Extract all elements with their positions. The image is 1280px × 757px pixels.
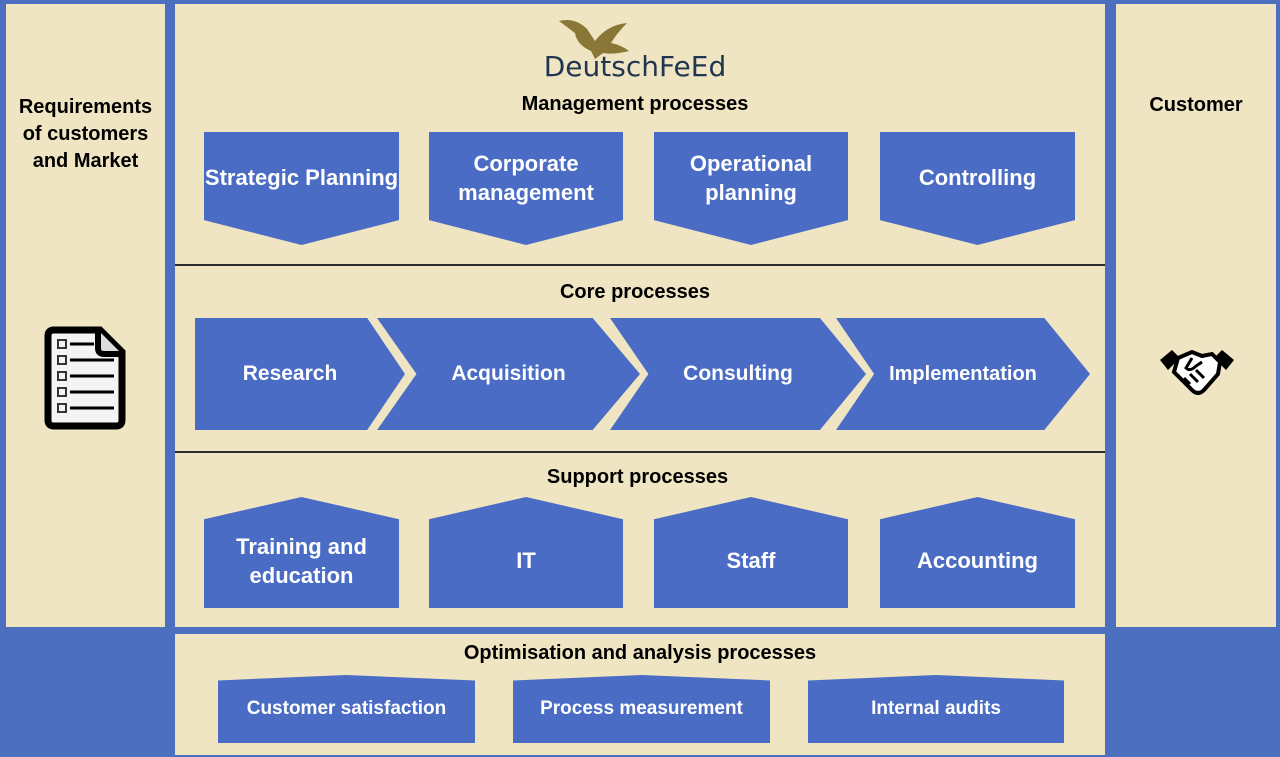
support-training: Training and education <box>204 497 399 608</box>
optimisation-internal-audits: Internal audits <box>808 675 1064 743</box>
core-consulting: Consulting <box>610 318 866 430</box>
core-acquisition-label: Acquisition <box>451 362 566 386</box>
customer-label: Customer <box>1149 94 1243 116</box>
requirements-label: Requirements of customers and Market <box>18 96 153 172</box>
eagle-logo-icon <box>559 20 629 59</box>
core-research: Research <box>195 318 405 430</box>
management-operational-planning: Operational planning <box>654 132 848 245</box>
support-title: Support processes <box>546 466 729 488</box>
requirements-panel: Requirements of customers and Market <box>6 4 165 627</box>
core-research-label: Research <box>242 362 338 386</box>
optimisation-process-measurement: Process measurement <box>513 675 770 743</box>
customer-panel: Customer <box>1116 4 1276 627</box>
management-corporate-management: Corporate management <box>429 132 623 245</box>
optimisation-title: Optimisation and analysis processes <box>463 642 817 664</box>
core-consulting-label: Consulting <box>683 362 793 386</box>
core-implementation-label: Implementation <box>889 363 1037 385</box>
handshake-icon <box>1160 349 1234 395</box>
management-strategic-planning: Strategic Planning <box>204 132 399 245</box>
optimisation-customer-satisfaction: Customer satisfaction <box>218 675 475 743</box>
divider <box>175 451 1105 453</box>
management-controlling: Controlling <box>880 132 1075 245</box>
core-title: Core processes <box>559 281 711 303</box>
support-it: IT <box>429 497 623 608</box>
support-accounting: Accounting <box>880 497 1075 608</box>
logo-text: DeutschFeEd <box>543 50 727 83</box>
core-implementation: Implementation <box>836 318 1090 430</box>
support-staff: Staff <box>654 497 848 608</box>
core-acquisition: Acquisition <box>377 318 640 430</box>
divider <box>175 264 1105 266</box>
management-title: Management processes <box>521 93 749 115</box>
checklist-icon <box>44 326 126 430</box>
